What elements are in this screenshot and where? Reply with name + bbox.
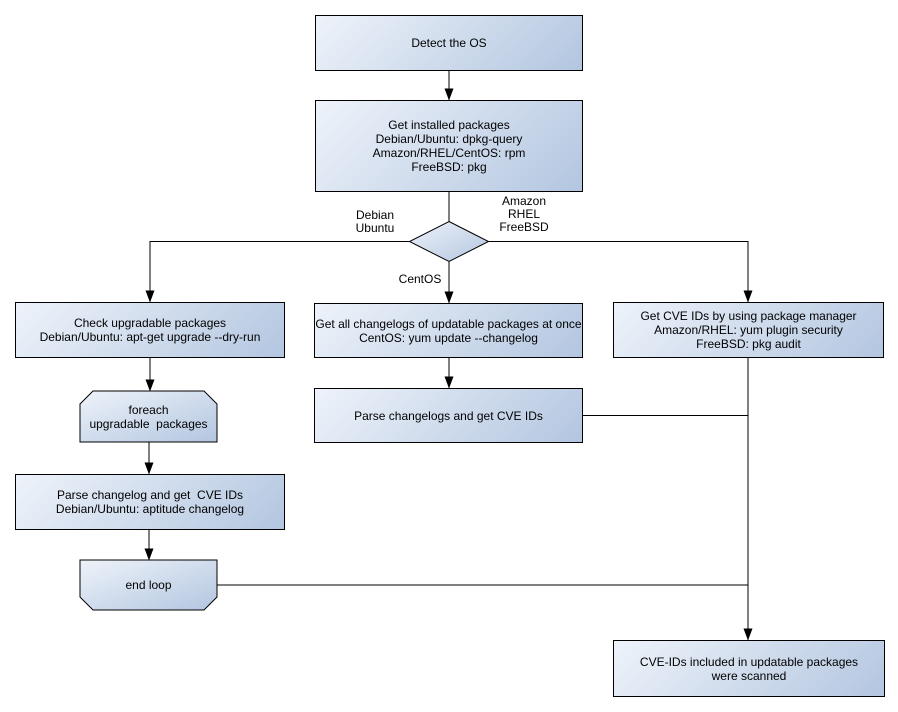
- node-get-cve-ids-pkg-manager: Get CVE IDs by using package manager Ama…: [613, 302, 884, 358]
- node-parse-changelogs-mid: Parse changelogs and get CVE IDs: [314, 388, 583, 443]
- node-parse-changelog-left-label: Parse changelog and get CVE IDs Debian/U…: [55, 488, 245, 516]
- node-get-all-changelogs: Get all changelogs of updatable packages…: [314, 303, 583, 358]
- node-parse-changelog-left: Parse changelog and get CVE IDs Debian/U…: [15, 474, 285, 530]
- node-detect-os-label: Detect the OS: [411, 36, 487, 50]
- node-detect-os: Detect the OS: [315, 15, 583, 71]
- edge-decision-to-check-upgradable: [145, 241, 410, 303]
- edge-label-debian-ubuntu: Debian Ubuntu: [355, 208, 395, 235]
- foreach-loop-shape: [79, 390, 218, 443]
- node-get-all-changelogs-label: Get all changelogs of updatable packages…: [315, 316, 582, 345]
- node-parse-changelogs-mid-label: Parse changelogs and get CVE IDs: [354, 408, 543, 423]
- edge-label-centos: CentOS: [398, 272, 442, 286]
- node-get-cve-ids-pkg-manager-label: Get CVE IDs by using package manager Ama…: [640, 309, 857, 351]
- node-get-installed-packages: Get installed packages Debian/Ubuntu: dp…: [315, 100, 583, 192]
- node-get-installed-packages-label: Get installed packages Debian/Ubuntu: dp…: [372, 118, 526, 174]
- node-check-upgradable-packages: Check upgradable packages Debian/Ubuntu:…: [15, 302, 285, 358]
- node-cve-ids-scanned: CVE-IDs included in updatable packages w…: [613, 640, 885, 697]
- node-cve-ids-scanned-label: CVE-IDs included in updatable packages w…: [639, 654, 859, 683]
- end-loop-shape: [79, 559, 218, 611]
- node-check-upgradable-packages-label: Check upgradable packages Debian/Ubuntu:…: [39, 316, 261, 344]
- edge-label-amazon-rhel-freebsd: Amazon RHEL FreeBSD: [499, 194, 549, 234]
- edge-decision-to-get-cve-ids: [488, 241, 753, 303]
- os-decision-diamond: [408, 220, 490, 263]
